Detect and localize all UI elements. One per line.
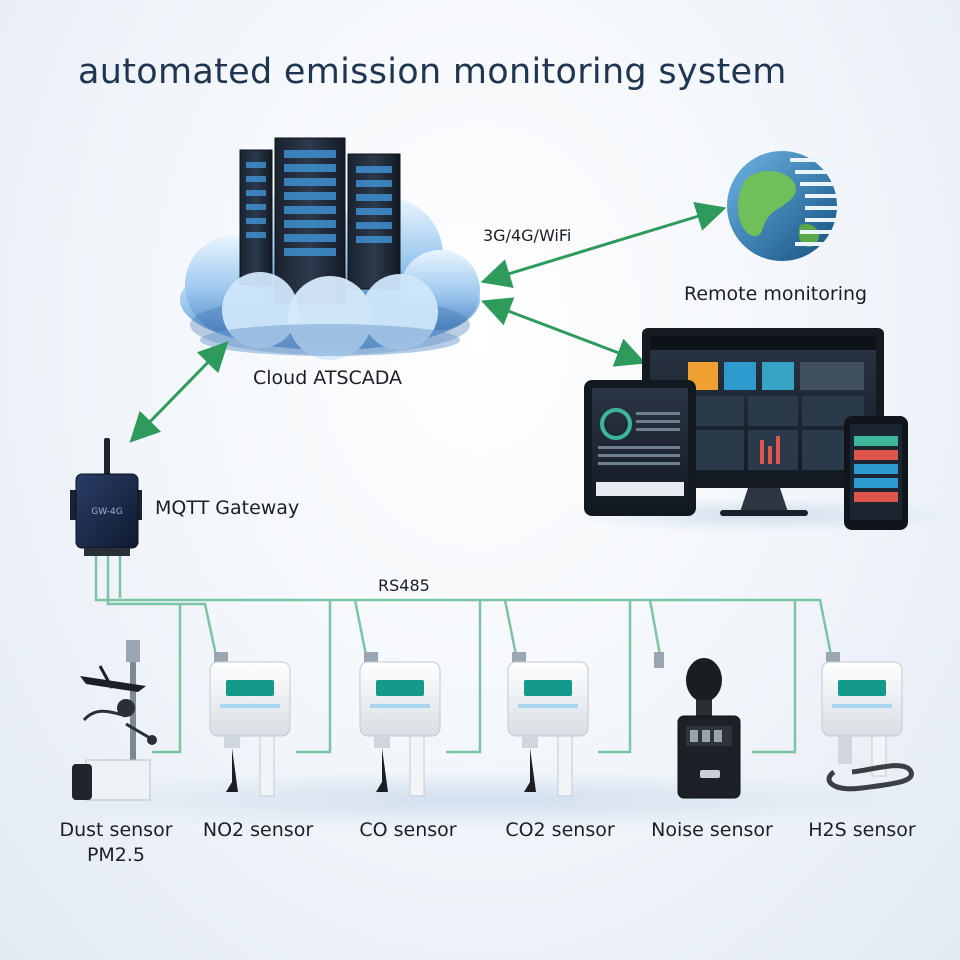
sensor-label-h2s: H2S sensor xyxy=(808,818,915,843)
rs485-bus xyxy=(94,556,834,754)
dust-sensor-icon xyxy=(72,640,157,801)
cloud-server-icon xyxy=(180,137,480,360)
sensor-label-line1: Dust sensor xyxy=(59,819,173,841)
sensor-label-noise: Noise sensor xyxy=(651,818,773,843)
bus-label: RS485 xyxy=(378,576,430,595)
sensor-label-co2: CO2 sensor xyxy=(505,818,614,843)
sensor-label-line1: CO2 sensor xyxy=(505,819,615,841)
sensor-label-no2: NO2 sensor xyxy=(203,818,313,843)
connection-arrows xyxy=(129,202,727,443)
sensor-label-line2: PM2.5 xyxy=(86,844,146,866)
sensor-label-line1: CO sensor xyxy=(359,819,457,841)
noise-sensor-icon xyxy=(654,652,741,799)
sensor-label-line1: H2S sensor xyxy=(808,819,916,841)
remote-monitoring-label: Remote monitoring xyxy=(684,283,868,305)
gateway-device-text: GW-4G xyxy=(91,507,122,517)
globe-icon xyxy=(727,151,842,261)
co2-sensor-icon xyxy=(507,652,589,797)
sensor-label-dust: Dust sensor PM2.5 xyxy=(59,818,172,868)
h2s-sensor-icon xyxy=(821,652,914,792)
sensor-label-line1: NO2 sensor xyxy=(202,819,314,841)
dashboard-devices-icon xyxy=(584,328,908,530)
sensor-label-line1: Noise sensor xyxy=(651,819,773,841)
gateway-router-icon: GW-4G xyxy=(70,438,142,556)
page-title: automated emission monitoring system xyxy=(78,52,787,92)
sensor-label-co: CO sensor xyxy=(359,818,456,843)
co-sensor-icon xyxy=(359,652,441,797)
network-label: 3G/4G/WiFi xyxy=(483,226,572,245)
gateway-label: MQTT Gateway xyxy=(155,497,300,519)
no2-sensor-icon xyxy=(209,652,291,797)
cloud-label: Cloud ATSCADA xyxy=(253,367,403,389)
